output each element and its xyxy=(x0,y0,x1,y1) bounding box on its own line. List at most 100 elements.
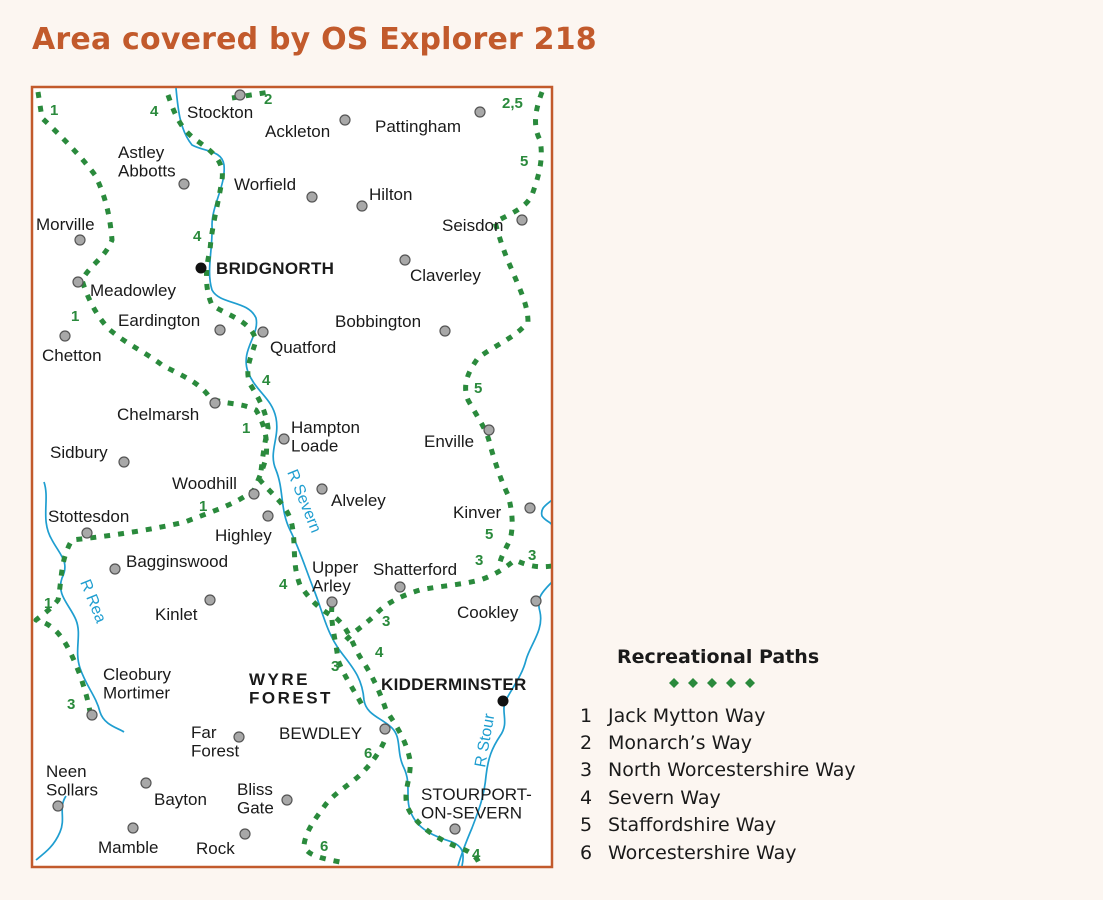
legend-item-jack-mytton-way: 1 Jack Mytton Way xyxy=(580,702,910,729)
path-marker: 4 xyxy=(262,372,271,389)
label-kinlet: Kinlet xyxy=(155,605,198,624)
page-title: Area covered by OS Explorer 218 xyxy=(32,22,597,57)
village-markers xyxy=(52,89,542,840)
legend-item-monarchs-way: 2 Monarch’s Way xyxy=(580,729,910,756)
green-diamond-trail-icon xyxy=(669,678,755,688)
path-marker: 4 xyxy=(193,228,202,245)
label-bridgnorth: BRIDGNORTH xyxy=(216,259,334,278)
label-sidbury: Sidbury xyxy=(50,443,108,462)
map: R Severn R Rea R Stour xyxy=(30,85,554,869)
path-marker: 3 xyxy=(331,658,339,675)
label-pattingham: Pattingham xyxy=(375,117,461,136)
label-bobbington: Bobbington xyxy=(335,312,421,331)
map-frame xyxy=(30,85,554,869)
legend-title: Recreational Paths xyxy=(617,646,820,668)
trail-monarchs-way xyxy=(231,89,271,101)
path-marker: 5 xyxy=(485,526,493,543)
legend-item-label: Jack Mytton Way xyxy=(608,704,766,727)
label-kinver: Kinver xyxy=(453,503,502,522)
label-highley: Highley xyxy=(215,526,272,545)
label-shatterford: Shatterford xyxy=(373,560,457,579)
path-marker: 2,5 xyxy=(502,95,523,112)
river-stour xyxy=(457,581,551,866)
path-marker: 1 xyxy=(71,308,79,325)
label-bewdley: BEWDLEY xyxy=(279,724,362,743)
path-marker: 3 xyxy=(528,547,536,564)
label-woodhill: Woodhill xyxy=(172,474,237,493)
label-enville: Enville xyxy=(424,432,474,451)
label-kidderminster: KIDDERMINSTER xyxy=(381,675,527,694)
path-marker: 3 xyxy=(67,696,75,713)
label-mamble: Mamble xyxy=(98,838,158,857)
path-marker: 6 xyxy=(364,745,372,762)
river-kinver-stream xyxy=(540,499,551,526)
label-stottesdon: Stottesdon xyxy=(48,507,129,526)
path-marker: 4 xyxy=(279,576,288,593)
legend-item-number: 4 xyxy=(580,786,593,809)
legend-item-label: North Worcestershire Way xyxy=(608,759,856,782)
label-quatford: Quatford xyxy=(270,338,336,357)
label-bagginswood: Bagginswood xyxy=(126,552,228,571)
trail-worcestershire-way xyxy=(301,740,387,865)
legend-item-label: Monarch’s Way xyxy=(608,732,753,755)
path-marker: 1 xyxy=(242,420,250,437)
trail-north-worcestershire-way-2 xyxy=(329,605,365,707)
legend-item-number: 5 xyxy=(580,814,593,837)
path-marker: 2 xyxy=(264,91,272,108)
label-alveley: Alveley xyxy=(331,491,386,510)
label-eardington: Eardington xyxy=(118,311,200,330)
legend-item-number: 3 xyxy=(580,759,593,782)
label-morville: Morville xyxy=(36,215,95,234)
path-marker: 5 xyxy=(520,153,528,170)
path-marker: 3 xyxy=(475,552,483,569)
label-worfield: Worfield xyxy=(234,175,296,194)
label-meadowley: Meadowley xyxy=(90,281,176,300)
river-rea xyxy=(43,481,125,733)
legend-item-north-worcestershire-way: 3 North Worcestershire Way xyxy=(580,757,910,784)
legend-item-worcestershire-way: 6 Worcestershire Way xyxy=(580,839,910,866)
path-marker: 6 xyxy=(320,838,328,855)
river-severn xyxy=(175,88,464,866)
path-marker: 3 xyxy=(382,613,390,630)
label-claverley: Claverley xyxy=(410,266,481,285)
trail-staffordshire-way xyxy=(463,91,545,563)
path-marker: 4 xyxy=(150,103,159,120)
legend: Recreational Paths 1 Jack Mytton Way 2 M… xyxy=(580,646,910,866)
label-cookley: Cookley xyxy=(457,603,519,622)
path-number-markers: 1 2 4 2,5 5 4 1 4 1 5 1 5 3 3 3 1 4 3 4 … xyxy=(44,91,536,863)
label-hilton: Hilton xyxy=(369,185,412,204)
label-bayton: Bayton xyxy=(154,790,207,809)
legend-item-number: 6 xyxy=(580,841,593,864)
legend-item-staffordshire-way: 5 Staffordshire Way xyxy=(580,812,910,839)
legend-item-severn-way: 4 Severn Way xyxy=(580,784,910,811)
legend-item-label: Worcestershire Way xyxy=(608,841,797,864)
path-marker: 1 xyxy=(199,498,207,515)
label-seisdon: Seisdon xyxy=(442,216,503,235)
label-ackleton: Ackleton xyxy=(265,122,330,141)
label-stourport-on-severn: STOURPORT-ON-SEVERN xyxy=(421,785,532,823)
path-marker: 5 xyxy=(474,380,482,397)
legend-item-number: 1 xyxy=(580,704,593,727)
path-marker: 1 xyxy=(50,102,58,119)
legend-item-number: 2 xyxy=(580,732,593,755)
label-chelmarsh: Chelmarsh xyxy=(117,405,199,424)
legend-item-label: Staffordshire Way xyxy=(608,814,777,837)
legend-item-label: Severn Way xyxy=(608,786,721,809)
label-rock: Rock xyxy=(196,839,235,858)
kidderminster-marker xyxy=(497,695,509,707)
label-chetton: Chetton xyxy=(42,346,102,365)
path-marker: 4 xyxy=(375,644,384,661)
label-stockton: Stockton xyxy=(187,103,253,122)
path-marker: 4 xyxy=(472,846,481,863)
path-marker: 1 xyxy=(44,595,52,612)
bridgnorth-marker xyxy=(195,262,207,274)
